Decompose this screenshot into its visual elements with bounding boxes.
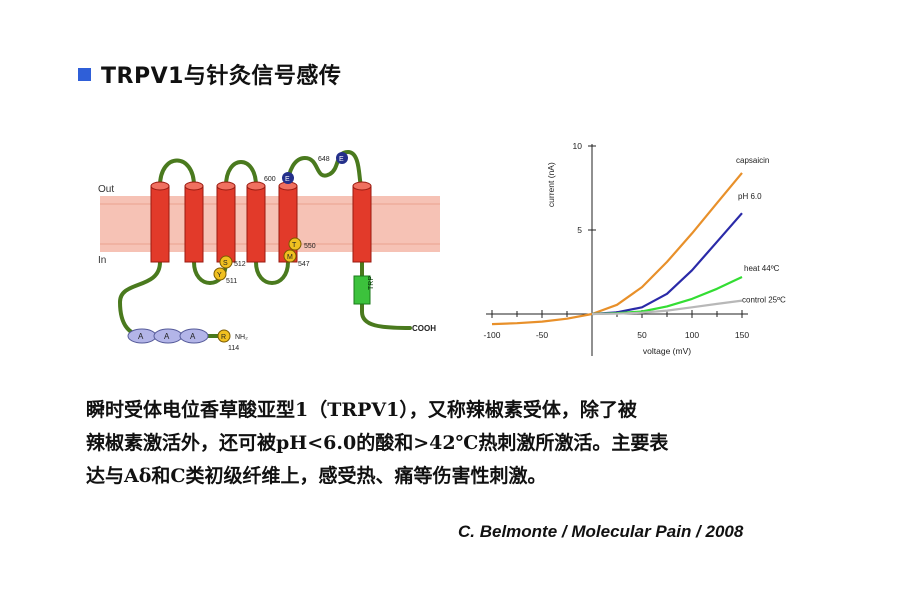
x-tick-label-0: -100 [483,330,500,340]
svg-text:S: S [223,260,228,267]
svg-text:512: 512 [234,261,246,268]
trp-label: TRP [368,276,375,290]
svg-text:547: 547 [298,261,310,268]
x-tick-label-1: -50 [536,330,549,340]
body-line-3: 达与Aδ和C类初级纤维上，感受热、痛等伤害性刺激。 [86,465,547,487]
series-line-3 [591,299,743,316]
body-line-1: 瞬时受体电位香草酸亚型1（TRPV1），又称辣椒素受体，除了被 [86,399,637,421]
residue-m547: M 547 [283,249,310,268]
x-axis-label: voltage (mV) [643,346,691,356]
svg-text:E: E [285,176,290,183]
residue-e600: E 600 [264,172,294,184]
series-line-2 [591,276,743,316]
x-tick-label-3: 100 [685,330,699,340]
transmembrane-helices [150,181,372,263]
series-line-0 [491,172,743,326]
series-line-1 [591,212,743,316]
chart-series [491,172,743,326]
body-line-2: 辣椒素激活外，还可被pH<6.0的酸和>42℃热刺激所激活。主要表 [86,432,669,454]
series-label-1: pH 6.0 [738,192,762,201]
residue-r114: R 114 [217,329,239,352]
svg-text:600: 600 [264,176,276,183]
cooh-label: COOH [412,324,436,333]
residue-s512: S 512 [219,255,246,269]
chart-labels: -100 -50 50 100 150 5 10 voltage (mV) current (n… [483,141,786,356]
in-label: In [98,255,106,266]
y-tick-label-0: 5 [577,225,582,235]
ankyrin-label-3: A [190,332,196,341]
current-voltage-chart: -100 -50 50 100 150 5 10 voltage (mV) current (n… [483,141,786,356]
svg-text:648: 648 [318,156,330,163]
series-label-2: heat 44ºC [744,264,780,273]
square-bullet-icon [78,67,91,81]
svg-text:550: 550 [304,243,316,250]
helix-s3 [216,181,236,263]
citation: C. Belmonte / Molecular Pain / 2008 [458,522,744,541]
residue-e648: E 648 [318,152,348,164]
svg-text:511: 511 [226,278,237,285]
ankyrin-repeats: A A A [127,328,209,344]
y-tick-label-1: 10 [573,141,583,151]
x-tick-label-4: 150 [735,330,749,340]
body-paragraph: 瞬时受体电位香草酸亚型1（TRPV1），又称辣椒素受体，除了被 辣椒素激活外，还… [86,394,826,493]
trpv1-topology-diagram: Out In TRP COOH A A A E 600 E [98,149,440,352]
x-tick-label-2: 50 [637,330,647,340]
helix-s6 [352,181,372,263]
series-label-3: control 25ºC [742,296,786,305]
out-label: Out [98,184,114,195]
residue-t550: T 550 [288,237,316,251]
svg-text:Y: Y [217,272,222,279]
svg-text:T: T [292,242,297,249]
ankyrin-label-2: A [164,332,170,341]
y-axis-label: current (nA) [546,162,556,207]
slide-title-row: TRPV1与针灸信号感传 [78,58,341,90]
page-title: TRPV1与针灸信号感传 [101,64,342,89]
trp-domain-box [353,275,371,305]
nh2-label: NH₂ [235,334,248,341]
helix-s2 [184,181,204,263]
residue-y511: Y 511 [213,267,237,285]
ankyrin-label-1: A [138,332,144,341]
helix-s4 [246,181,266,263]
helix-s1 [150,181,170,263]
svg-text:M: M [287,254,293,261]
svg-text:R: R [221,334,226,341]
series-label-0: capsaicin [736,156,769,165]
svg-text:E: E [339,156,344,163]
svg-text:114: 114 [228,345,239,352]
